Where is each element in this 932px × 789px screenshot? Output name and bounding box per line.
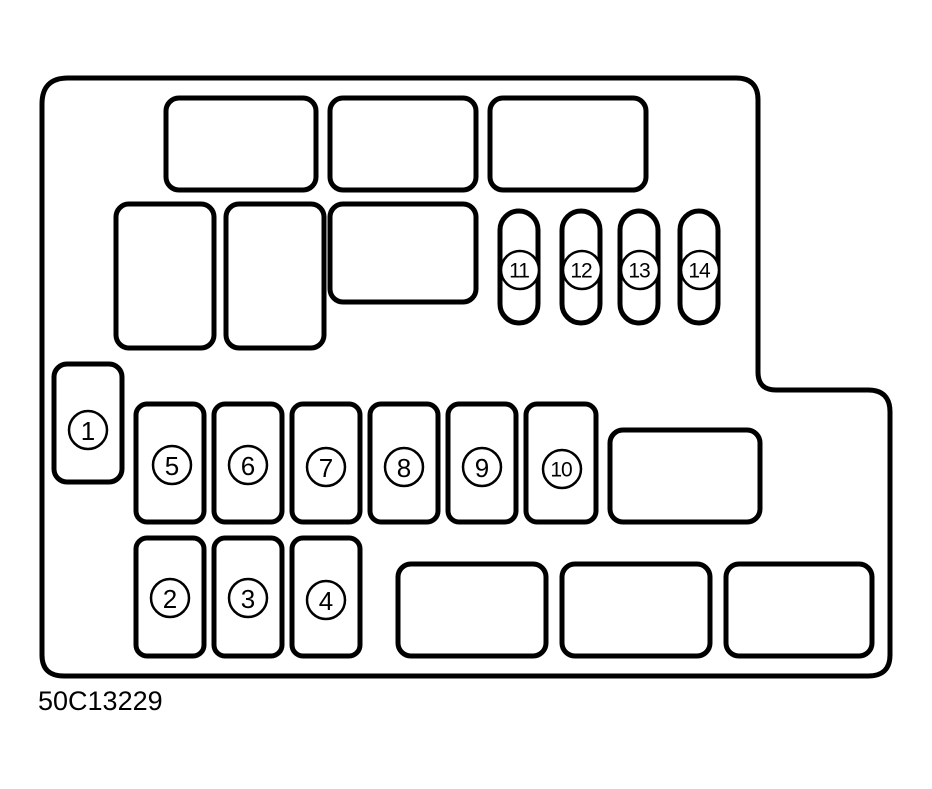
relay-slot xyxy=(723,561,875,659)
fuse-number-circle xyxy=(541,448,583,490)
fuse-box-outline xyxy=(39,75,893,679)
fuse-label-13: 13 xyxy=(628,260,650,283)
fuse-label-5: 5 xyxy=(165,451,179,481)
fuse-number-circle xyxy=(227,444,269,486)
fuse-slot-9 xyxy=(445,401,519,525)
fuse-number-circle xyxy=(499,249,541,291)
fuse-slot-5 xyxy=(133,401,207,525)
relay-slot xyxy=(395,561,549,659)
fuse-number-circle xyxy=(461,446,503,488)
fuse-label-14: 14 xyxy=(688,260,711,283)
fuse-box-diagram: 1 2 3 4 5 6 7 8 9 10 11 12 13 14 xyxy=(39,75,893,679)
fuse-label-9: 9 xyxy=(475,453,489,483)
fuse-label-7: 7 xyxy=(319,453,333,483)
fuse-number-circle xyxy=(383,446,425,488)
relay-slot xyxy=(327,95,479,193)
fuse-number-circle xyxy=(561,249,603,291)
fuse-number-circle xyxy=(151,444,193,486)
relay-slot xyxy=(327,201,479,305)
relay-slot xyxy=(163,95,319,193)
fuse-label-1: 1 xyxy=(81,416,95,446)
fuse-label-8: 8 xyxy=(397,453,411,483)
fuse-number-circle xyxy=(305,579,347,621)
fuse-slot-3 xyxy=(211,535,285,659)
figure-code: 50C13229 xyxy=(38,686,163,716)
fuse-number-circle xyxy=(619,249,661,291)
relay-slot xyxy=(559,561,713,659)
relay-slot xyxy=(607,427,763,525)
fuse-slot-1 xyxy=(51,361,125,485)
fuse-label-3: 3 xyxy=(241,584,255,614)
fuse-slot-8 xyxy=(367,401,441,525)
fuse-slot-4 xyxy=(289,535,363,659)
fuse-label-2: 2 xyxy=(163,584,177,614)
fuse-slot-10 xyxy=(523,401,599,525)
relay-slot xyxy=(113,201,217,351)
fuse-number-circle xyxy=(305,446,347,488)
fuse-label-11: 11 xyxy=(509,260,529,283)
fuse-number-circle xyxy=(679,249,721,291)
fuse-label-10: 10 xyxy=(550,459,572,482)
fuse-number-circle xyxy=(149,577,191,619)
relay-slot xyxy=(223,201,327,351)
fuse-number-circle xyxy=(67,409,109,451)
fuse-label-4: 4 xyxy=(319,586,333,616)
fuse-slot-7 xyxy=(289,401,363,525)
fuse-slot-6 xyxy=(211,401,285,525)
fuse-label-6: 6 xyxy=(241,451,255,481)
relay-slot xyxy=(487,95,649,193)
fuse-number-circle xyxy=(227,577,269,619)
fuse-label-12: 12 xyxy=(570,260,592,283)
fuse-slot-2 xyxy=(133,535,207,659)
